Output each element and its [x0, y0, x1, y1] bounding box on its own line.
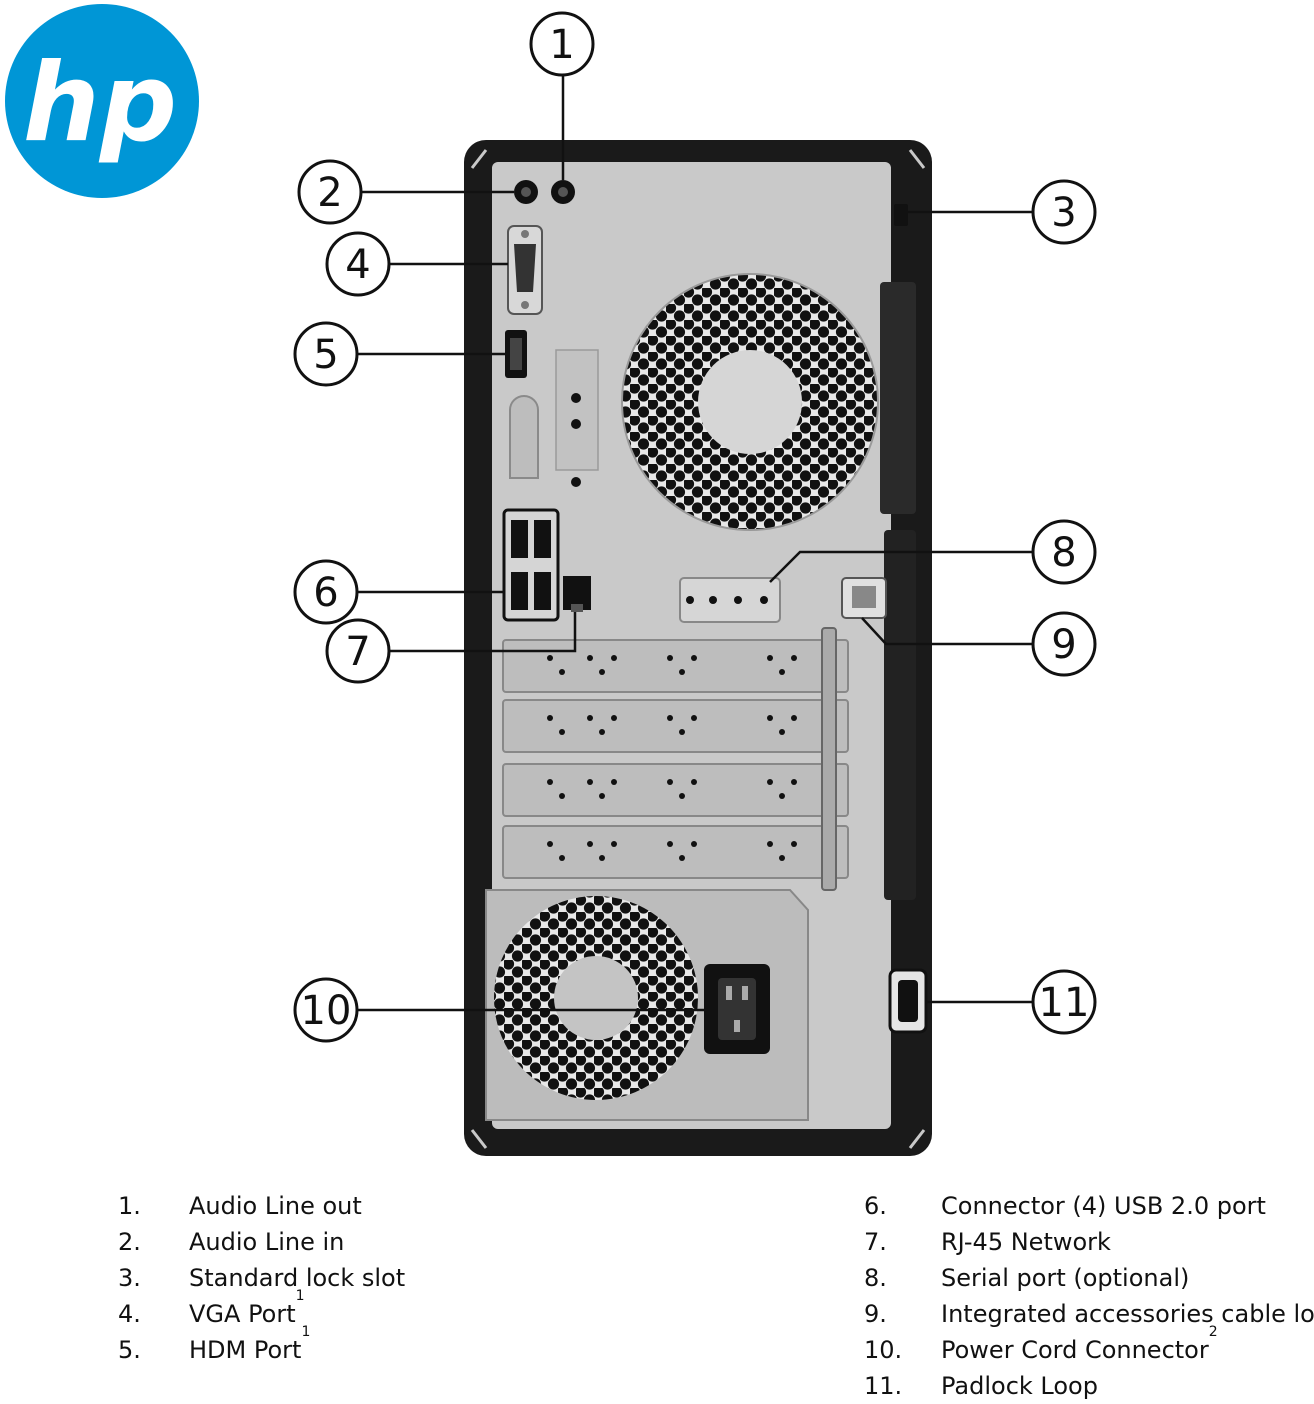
legend-item: 3.Standard lock slot — [118, 1264, 406, 1292]
callout-10: 10 — [293, 977, 359, 1043]
legend-item: 2.Audio Line in — [118, 1228, 345, 1256]
serial-port — [679, 577, 781, 623]
hp-logo: hp — [5, 4, 199, 198]
side-rail — [880, 282, 916, 514]
corner-mark — [908, 149, 926, 169]
callout-8: 8 — [1031, 519, 1097, 585]
callouts: 1 2 3 4 5 6 7 8 9 10 11 — [293, 11, 1097, 1043]
usb-port — [534, 572, 551, 610]
callout-5: 5 — [293, 321, 359, 387]
svg-text:10: 10 — [301, 988, 352, 1034]
expansion-slot — [502, 699, 849, 753]
svg-text:2: 2 — [317, 170, 342, 216]
callout-4: 4 — [325, 231, 391, 297]
legend-item: 1.Audio Line out — [118, 1192, 362, 1220]
legend-item: 7.RJ-45 Network — [864, 1228, 1111, 1256]
footnote-marker: 2 — [1208, 1324, 1218, 1340]
expansion-slot — [502, 825, 849, 879]
callout-2: 2 — [297, 159, 363, 225]
legend-left-column: 1.Audio Line out 2.Audio Line in 3.Stand… — [118, 1188, 405, 1368]
corner-mark — [470, 1129, 488, 1149]
svg-text:4: 4 — [345, 242, 370, 288]
expansion-slots — [502, 627, 849, 891]
side-rail — [884, 530, 916, 900]
callout-11: 11 — [1031, 969, 1097, 1035]
rear-panel-diagram: hp — [5, 4, 1097, 1156]
hp-logo-circle — [5, 4, 199, 198]
legend-item: 11.Padlock Loop — [864, 1372, 1098, 1400]
callout-9: 9 — [1031, 611, 1097, 677]
legend-item: 9.Integrated accessories cable lock — [864, 1300, 1314, 1328]
svg-text:5: 5 — [313, 332, 338, 378]
usb-port — [534, 520, 551, 558]
footnote-marker: 1 — [301, 1324, 311, 1340]
computer-chassis — [464, 140, 932, 1156]
usb-port — [511, 572, 528, 610]
expansion-slot — [502, 763, 849, 817]
knockout-cover — [509, 395, 539, 479]
callout-3: 3 — [1031, 179, 1097, 245]
svg-text:1: 1 — [549, 22, 574, 68]
footnote-marker: 1 — [295, 1288, 305, 1304]
corner-mark — [908, 1129, 926, 1149]
legend-item: 8.Serial port (optional) — [864, 1264, 1190, 1292]
usb-port — [511, 520, 528, 558]
svg-text:11: 11 — [1039, 980, 1090, 1026]
fan-hub — [698, 350, 802, 454]
svg-text:7: 7 — [345, 629, 370, 675]
svg-text:8: 8 — [1051, 530, 1076, 576]
svg-text:3: 3 — [1051, 190, 1076, 236]
callout-lines — [358, 76, 1032, 1012]
svg-text:9: 9 — [1051, 622, 1076, 668]
expansion-slot — [502, 639, 849, 693]
callout-6: 6 — [293, 559, 359, 625]
corner-mark — [470, 149, 488, 169]
standard-lock-slot — [894, 204, 908, 226]
slot-bracket — [821, 627, 837, 891]
hp-logo-text: hp — [23, 41, 177, 166]
callout-1: 1 — [529, 11, 595, 77]
legend-right-column: 6.Connector (4) USB 2.0 port 7.RJ-45 Net… — [864, 1188, 1314, 1404]
legend-item: 6.Connector (4) USB 2.0 port — [864, 1192, 1266, 1220]
svg-text:6: 6 — [313, 570, 338, 616]
callout-7: 7 — [325, 618, 391, 684]
